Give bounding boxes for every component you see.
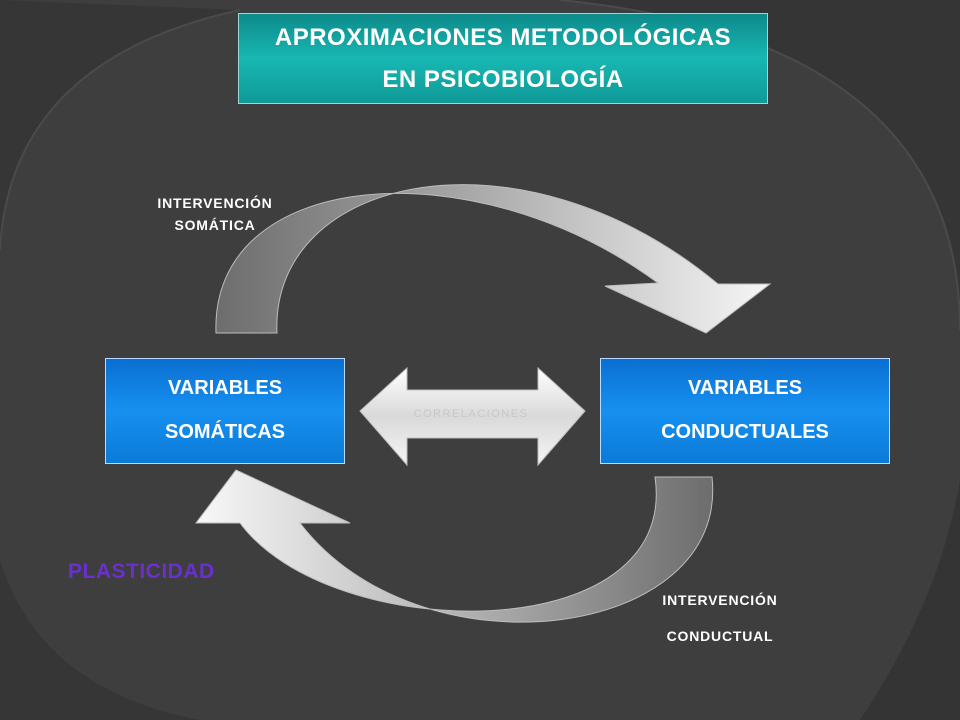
variables-somaticas-line-2: SOMÁTICAS bbox=[165, 421, 285, 443]
title-box: APROXIMACIONES METODOLÓGICAS EN PSICOBIO… bbox=[238, 13, 768, 104]
variables-somaticas-line-1: VARIABLES bbox=[167, 377, 283, 399]
intervencion-conductual-line-1: INTERVENCIÓN bbox=[662, 592, 778, 608]
intervencion-somatica-label: INTERVENCIÓN SOMÁTICA bbox=[130, 192, 300, 236]
title-line-2: EN PSICOBIOLOGÍA bbox=[382, 66, 624, 93]
intervencion-conductual-label: INTERVENCIÓN CONDUCTUAL bbox=[640, 582, 800, 654]
variables-somaticas-box: VARIABLES SOMÁTICAS bbox=[105, 358, 345, 464]
intervencion-conductual-arrow bbox=[194, 469, 714, 623]
variables-conductuales-line-1: VARIABLES bbox=[687, 377, 803, 399]
variables-conductuales-line-2: CONDUCTUALES bbox=[661, 421, 829, 443]
correlaciones-double-arrow bbox=[359, 366, 586, 467]
plasticidad-label: PLASTICIDAD bbox=[68, 560, 215, 583]
intervencion-somatica-line-1: INTERVENCIÓN bbox=[157, 195, 273, 211]
intervencion-somatica-arrow bbox=[215, 184, 772, 334]
intervencion-conductual-line-2: CONDUCTUAL bbox=[666, 628, 774, 644]
correlaciones-label: CORRELACIONES bbox=[413, 408, 529, 420]
title-line-1: APROXIMACIONES METODOLÓGICAS bbox=[274, 24, 732, 51]
variables-conductuales-box: VARIABLES CONDUCTUALES bbox=[600, 358, 890, 464]
intervencion-somatica-line-2: SOMÁTICA bbox=[174, 217, 256, 233]
